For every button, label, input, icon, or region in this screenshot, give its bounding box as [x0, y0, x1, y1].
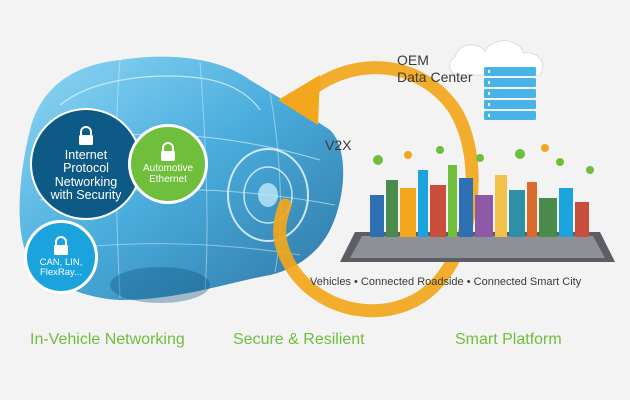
automotive-ethernet-label: Automotive Ethernet [142, 163, 194, 185]
oem-label: OEM Data Center [397, 52, 472, 86]
lock-icon [54, 235, 68, 255]
lock-icon [79, 125, 93, 145]
can-lin-flexray-bubble: CAN, LIN, FlexRay... [24, 220, 98, 294]
cloud-server-icon [449, 40, 544, 120]
lock-icon [161, 142, 175, 162]
internet-protocol-bubble: Internet Protocol Networking with Securi… [30, 108, 142, 220]
can-lin-flexray-label: CAN, LIN, FlexRay... [39, 256, 83, 278]
smart-city-illustration [340, 144, 615, 262]
internet-protocol-label: Internet Protocol Networking with Securi… [50, 147, 122, 202]
arrow-head-icon [278, 75, 320, 125]
platform-caption: Vehicles • Connected Roadside • Connecte… [310, 276, 582, 288]
automotive-ethernet-bubble: Automotive Ethernet [128, 124, 208, 204]
oem-label-line2: Data Center [397, 69, 473, 85]
label-secure-resilient: Secure & Resilient [233, 331, 365, 348]
oem-label-line1: OEM [397, 52, 429, 68]
label-smart-platform: Smart Platform [455, 331, 562, 348]
label-in-vehicle-networking: In-Vehicle Networking [30, 331, 185, 348]
v2x-label: V2X [325, 137, 352, 153]
